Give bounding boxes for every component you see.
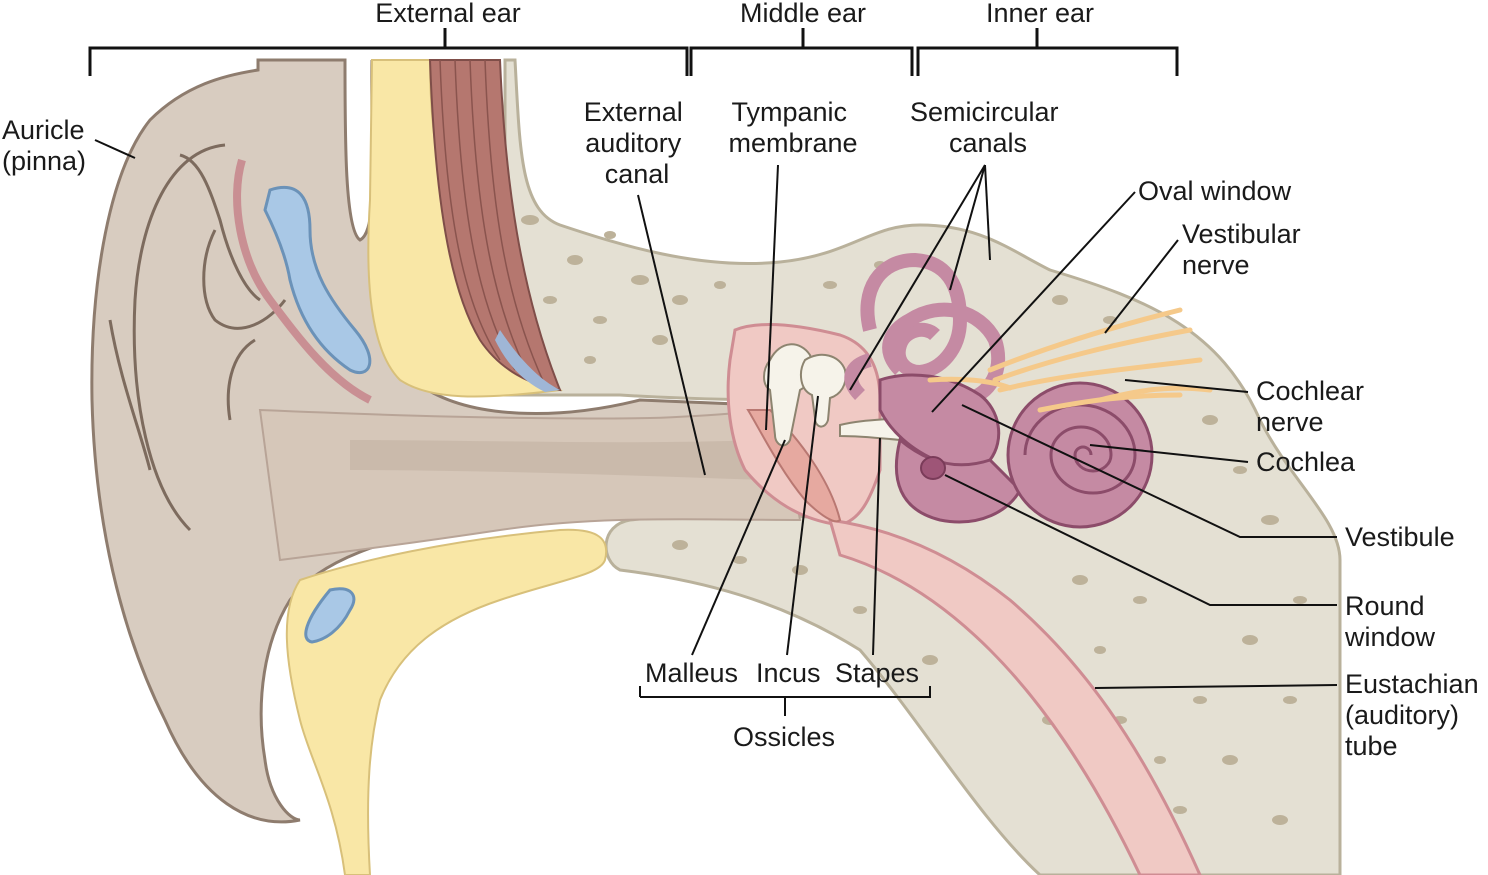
cochlea-shape: [1006, 381, 1154, 529]
round-window-label: Round window: [1344, 591, 1436, 652]
oval-window-label: Oval window: [1138, 176, 1292, 206]
external-ear-label: External ear: [375, 0, 521, 28]
cochlea-label: Cochlea: [1256, 447, 1356, 477]
inner-ear-label: Inner ear: [986, 0, 1094, 28]
external-auditory-canal-label: External auditory canal: [584, 97, 691, 189]
semicircular-canals-shape: [860, 252, 968, 380]
eustachian-tube-label: Eustachian (auditory) tube: [1345, 669, 1486, 761]
malleus-shape: [763, 343, 813, 447]
ossicles-label: Ossicles: [733, 722, 835, 752]
nerves: [927, 307, 1213, 413]
auricle-folds: [108, 143, 287, 532]
round-window-shape: [920, 456, 946, 480]
cartilage-lower: [304, 587, 356, 644]
vestibule-label: Vestibule: [1345, 522, 1455, 552]
leader-lines: [94, 139, 1338, 716]
muscle: [428, 59, 562, 392]
illustration: [90, 58, 1342, 875]
cartilage-upper: [263, 185, 372, 375]
region-brackets: External ear Middle ear Inner ear: [88, 0, 1179, 76]
vestibular-nerve-label: Vestibular nerve: [1182, 219, 1308, 280]
incus-label: Incus: [756, 658, 821, 688]
ear-canal-shadow: [350, 440, 765, 480]
muscle-blue: [495, 330, 560, 392]
semicircular-canals-label: Semicircular canals: [910, 97, 1066, 158]
middle-ear-label: Middle ear: [740, 0, 866, 28]
labels: Auricle (pinna) External auditory canal …: [2, 97, 1486, 761]
incus-shape: [799, 353, 847, 428]
stapes-label: Stapes: [835, 658, 919, 688]
auricle-label: Auricle (pinna): [2, 115, 92, 176]
tympanic-membrane-label: Tympanic membrane: [728, 97, 857, 158]
fat-lower: [285, 528, 608, 875]
cochlear-nerve-label: Cochlear nerve: [1256, 376, 1372, 437]
tympanic-membrane-shape: [746, 409, 842, 523]
skin-fold-upper: [233, 158, 372, 404]
malleus-label: Malleus: [645, 658, 738, 688]
